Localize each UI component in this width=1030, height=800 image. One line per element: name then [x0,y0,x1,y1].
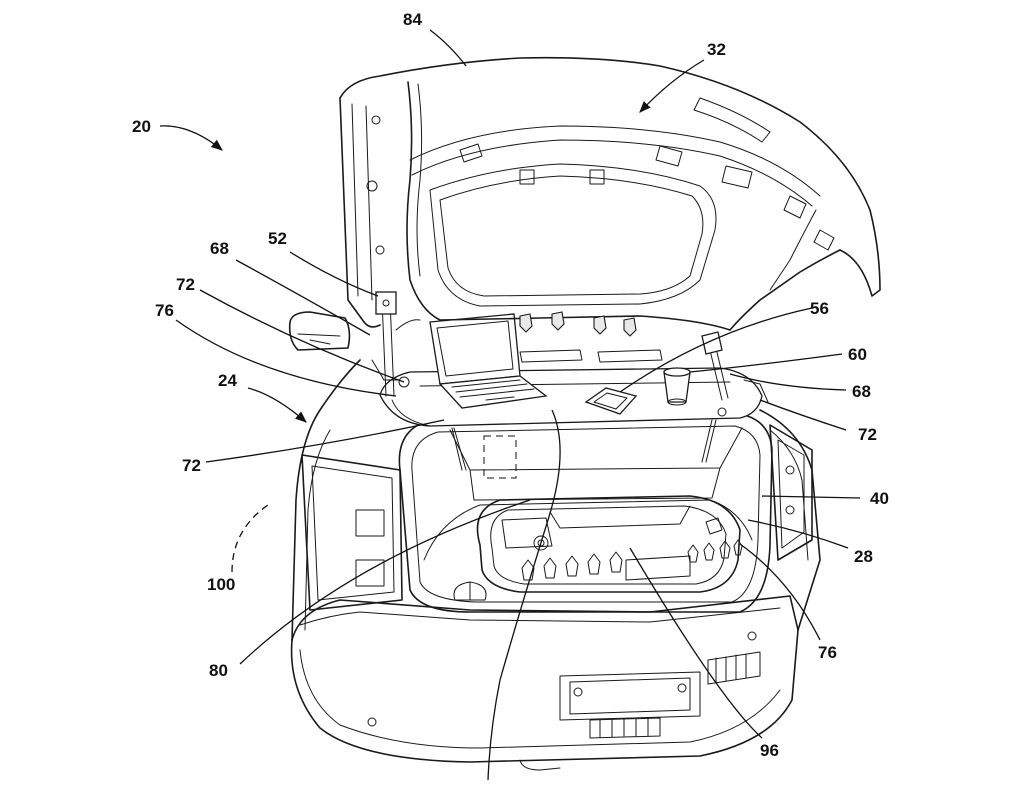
ref-28: 28 [854,547,873,566]
ref-68-right: 68 [852,382,871,401]
liftgate [339,56,881,363]
ref-76-left: 76 [155,301,174,320]
ref-76-right: 76 [818,643,837,662]
reference-numerals: 20 84 32 52 68 72 76 24 72 100 80 56 60 … [132,10,889,760]
tray-cup-holders [521,539,743,581]
liftgate-hooks [519,311,637,337]
cargo-area [398,413,773,613]
ref-52: 52 [268,229,287,248]
ref-84: 84 [403,10,422,29]
ref-100: 100 [207,575,235,594]
ref-24: 24 [218,371,237,390]
vehicle-body [288,311,821,771]
ref-32: 32 [707,40,726,59]
ref-60: 60 [848,345,867,364]
ref-80: 80 [209,661,228,680]
laptop [429,313,548,409]
ref-72-left-upper: 72 [176,275,195,294]
ref-40: 40 [870,489,889,508]
ref-56: 56 [810,299,829,318]
beverage-cup [663,367,691,406]
tablet-device [584,387,638,415]
ref-68-left: 68 [210,239,229,258]
ref-20: 20 [132,117,151,136]
ref-72-right: 72 [858,425,877,444]
work-surface-table [371,359,769,471]
ref-96: 96 [760,741,779,760]
leader-lines [159,29,861,781]
ref-72-left-lower: 72 [182,456,201,475]
